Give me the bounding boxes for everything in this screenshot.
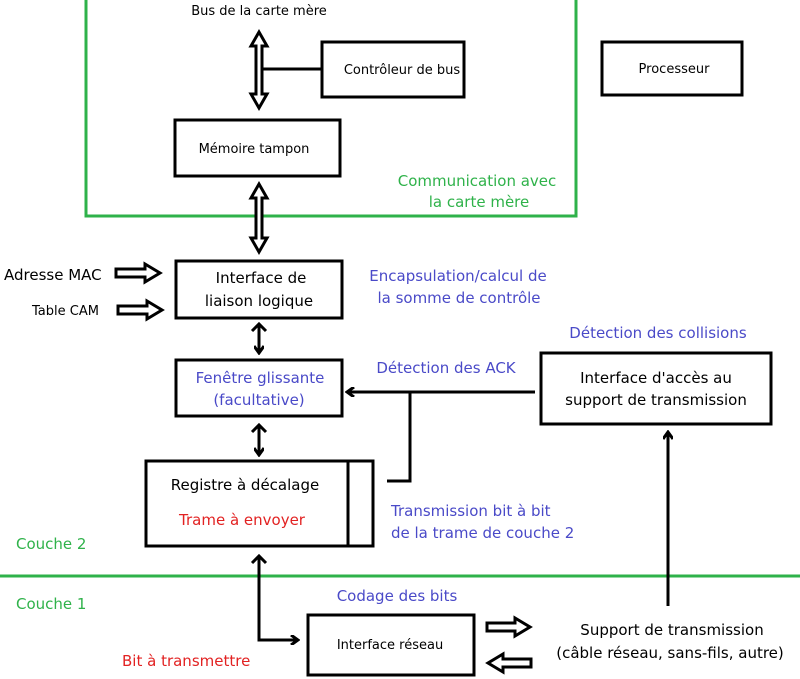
bus-double-arrow xyxy=(248,28,270,112)
llc-label-2: liaison logique xyxy=(205,292,313,310)
llc-label-1: Interface de xyxy=(216,269,307,287)
frame-to-send-label: Trame à envoyer xyxy=(178,511,306,529)
llc-sliding-arrowhead-up xyxy=(250,321,268,333)
sliding-register-arrowhead-up xyxy=(250,422,268,434)
incoming-medium-arrow xyxy=(485,651,533,675)
layer-1-label: Couche 1 xyxy=(16,595,86,613)
cam-input-arrow xyxy=(116,298,165,322)
bus-label: Bus de la carte mère xyxy=(191,4,327,19)
mac-address-label: Adresse MAC xyxy=(4,266,102,284)
register-feedback-line xyxy=(387,392,412,483)
bitwise-transmission-label-2: de la trame de couche 2 xyxy=(391,524,574,542)
motherboard-communication-region xyxy=(84,0,578,218)
medium-access-label-2: support de transmission xyxy=(565,391,747,409)
sliding-window-box xyxy=(174,358,344,418)
ack-detection-label: Détection des ACK xyxy=(376,359,516,377)
encapsulation-label-2: la somme de contrôle xyxy=(377,289,540,307)
encapsulation-label-1: Encapsulation/calcul de xyxy=(369,267,546,285)
bit-coding-label: Codage des bits xyxy=(337,587,458,605)
medium-access-label-1: Interface d'accès au xyxy=(580,369,732,387)
network-interface-label: Interface réseau xyxy=(337,638,443,653)
register-network-arrowhead-up xyxy=(250,553,268,565)
logical-link-interface-box xyxy=(174,259,344,320)
network-interface-box xyxy=(306,613,476,677)
motherboard-comm-label-2: la carte mère xyxy=(429,193,530,211)
medium-label-1: Support de transmission xyxy=(580,621,763,639)
medium-label-2: (câble réseau, sans-fils, autre) xyxy=(556,644,784,662)
sliding-window-label-1: Fenêtre glissante xyxy=(196,369,325,387)
medium-access-interface-box xyxy=(539,351,773,426)
outgoing-medium-arrow xyxy=(485,615,533,639)
shift-register-label: Registre à décalage xyxy=(171,476,319,494)
bus-controller-label: Contrôleur de bus xyxy=(344,63,461,78)
buffer-llc-double-arrow xyxy=(248,180,270,256)
buffer-memory-box xyxy=(173,118,342,178)
bit-to-send-label: Bit à transmettre xyxy=(122,652,250,670)
bitwise-transmission-label-1: Transmission bit à bit xyxy=(390,502,551,520)
buffer-memory-label: Mémoire tampon xyxy=(199,142,310,157)
collision-detection-label: Détection des collisions xyxy=(569,324,747,342)
shift-register-box xyxy=(144,459,375,548)
register-network-connector xyxy=(257,556,298,640)
bus-controller-box xyxy=(320,40,466,99)
layer-2-label: Couche 2 xyxy=(16,535,86,553)
processor-label: Processeur xyxy=(639,62,711,77)
cam-table-label: Table CAM xyxy=(31,304,99,319)
motherboard-comm-label-1: Communication avec xyxy=(398,172,557,190)
sliding-window-label-2: (facultative) xyxy=(213,391,304,409)
processor-box xyxy=(600,40,744,97)
mac-input-arrow xyxy=(114,261,163,285)
